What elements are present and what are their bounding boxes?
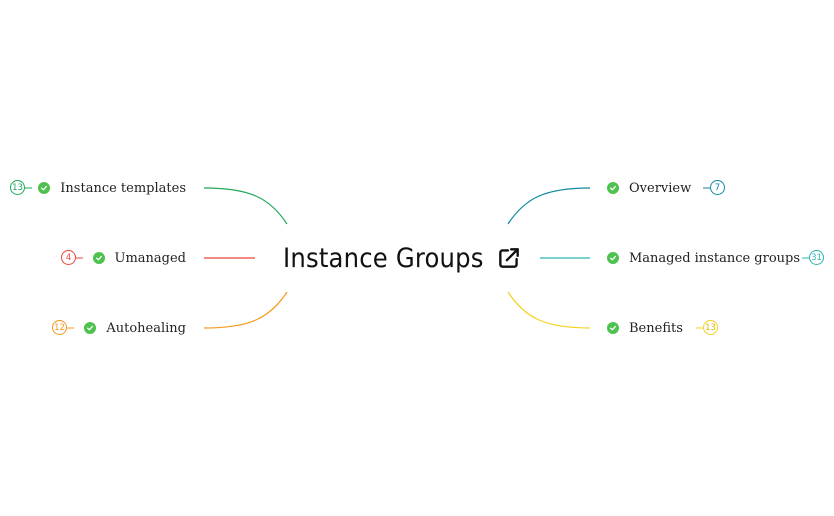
central-topic-title: Instance Groups [283,242,484,274]
topic-umanaged[interactable]: Umanaged [92,247,187,269]
central-topic[interactable]: Instance Groups [283,238,522,278]
count-badge-autohealing[interactable]: 12 [52,320,67,335]
count-badge-benefits[interactable]: 13 [703,320,718,335]
check-circle-icon [84,322,97,334]
connector-instance-templates [203,187,288,225]
check-circle-icon [607,322,619,334]
check-circle-icon [38,182,51,194]
check-circle-icon [92,252,105,264]
external-link-icon[interactable] [496,245,522,271]
connector-benefits [507,291,591,329]
topic-autohealing[interactable]: Autohealing [84,317,186,339]
topic-managed-instance-groups[interactable]: Managed instance groups [607,247,800,269]
topic-label: Managed instance groups [629,250,801,266]
check-circle-icon [607,182,619,194]
topic-label: Benefits [629,320,683,336]
count-badge-instance-templates[interactable]: 13 [10,180,25,195]
topic-overview[interactable]: Overview [607,177,691,199]
topic-label: Umanaged [114,250,187,266]
topic-label: Overview [629,180,692,196]
count-badge-umanaged[interactable]: 4 [61,250,76,265]
topic-benefits[interactable]: Benefits [607,317,683,339]
topic-instance-templates[interactable]: Instance templates [38,177,186,199]
topic-label: Autohealing [106,320,186,336]
connector-autohealing [203,291,288,329]
connector-overview [507,187,591,225]
check-circle-icon [607,252,619,264]
count-badge-managed-instance-groups[interactable]: 31 [809,250,824,265]
count-badge-overview[interactable]: 7 [710,180,725,195]
topic-label: Instance templates [60,180,186,196]
